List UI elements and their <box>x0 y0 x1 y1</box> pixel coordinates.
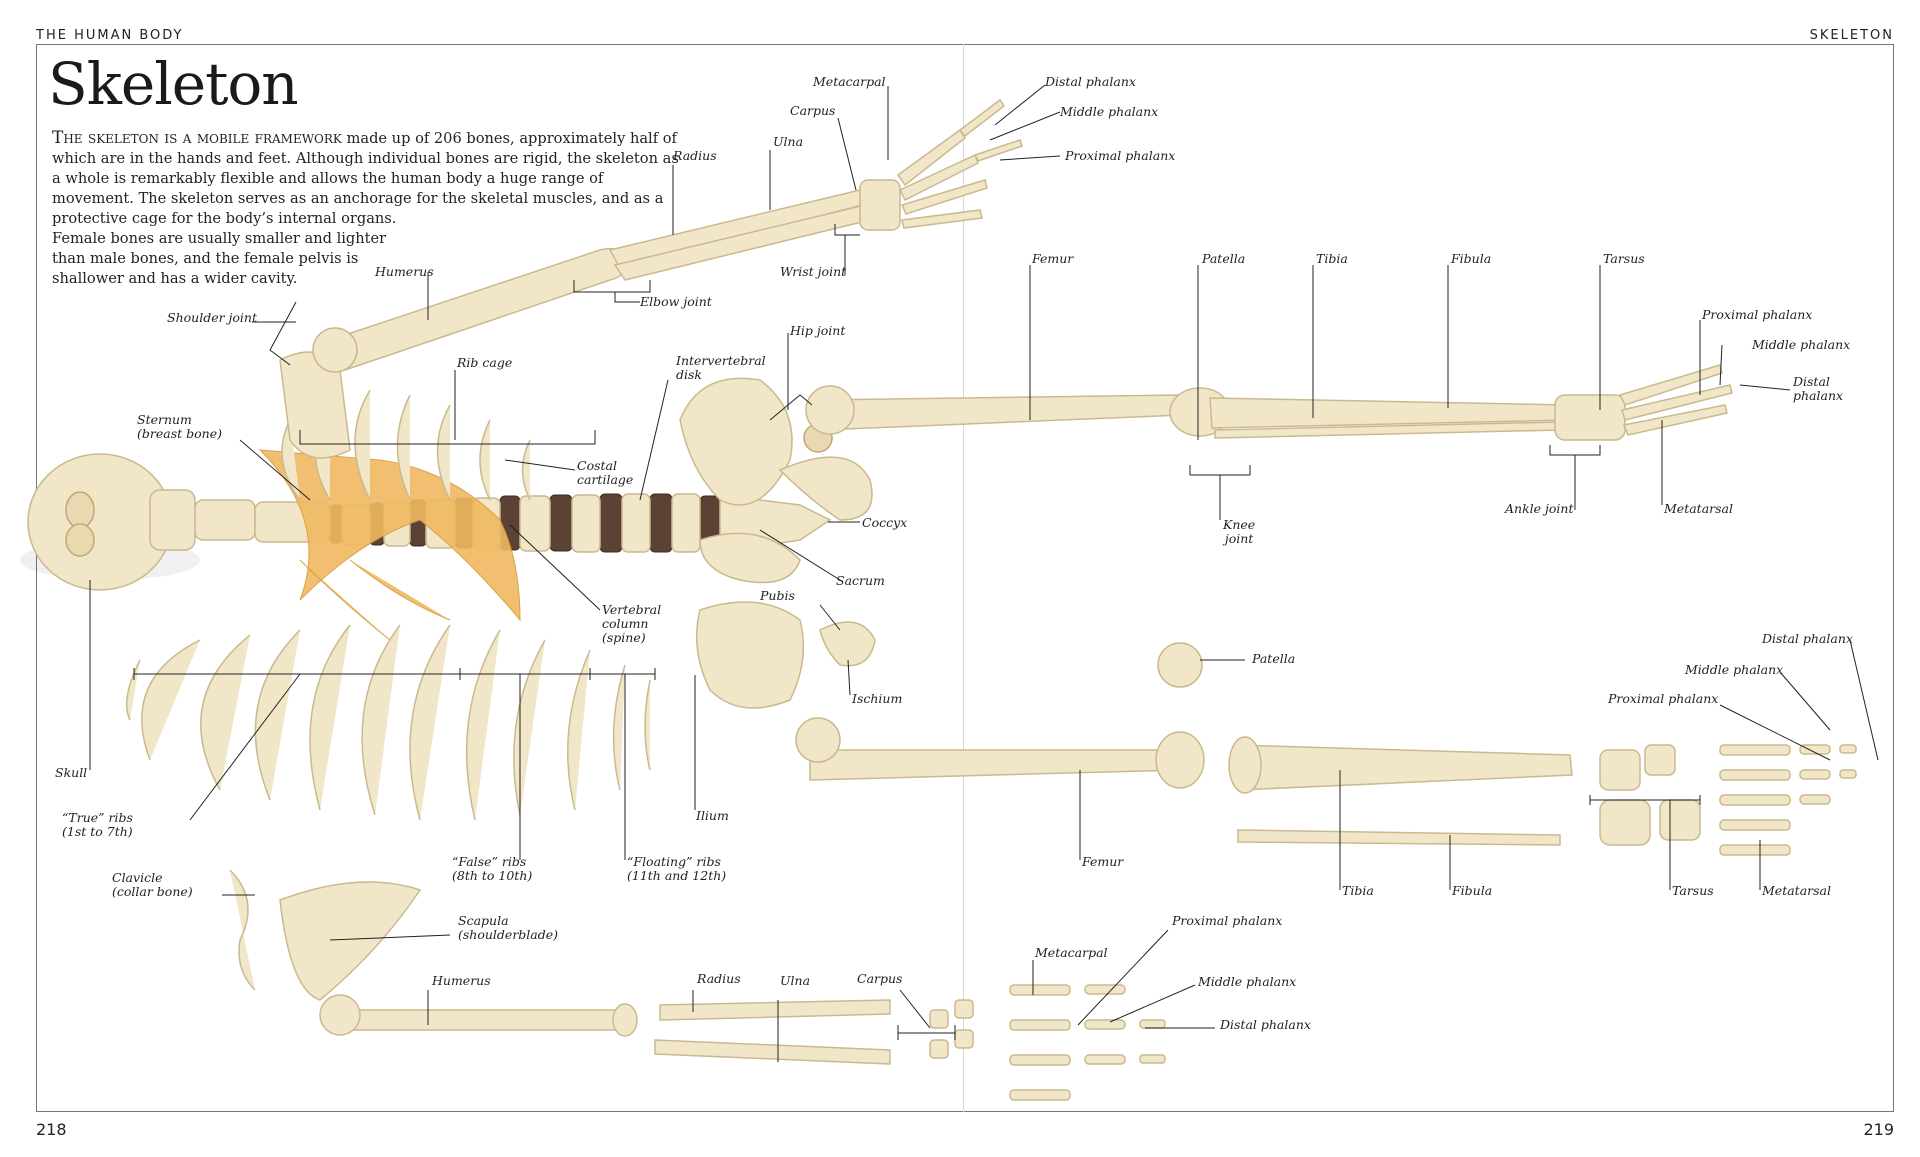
scapula-loose <box>279 881 422 1001</box>
loose-bones <box>125 601 1857 1101</box>
label-metatarsal-top: Metatarsal <box>1664 501 1733 516</box>
label-skull: Skull <box>55 765 88 780</box>
label-femur-bottom: Femur <box>1082 854 1124 869</box>
femur-loose <box>809 749 1181 781</box>
label-vertebral-column: Vertebral column (spine) <box>602 602 662 645</box>
label-humerus-bottom: Humerus <box>432 973 491 988</box>
radius-loose <box>659 999 891 1021</box>
running-header-right: SKELETON <box>1809 28 1894 43</box>
hip-bone-loose <box>695 601 805 709</box>
label-costal-cartilage: Costal cartilage <box>577 458 634 487</box>
label-true-ribs: “True” ribs (1st to 7th) <box>62 810 133 839</box>
intro-text-2: Female bones are usually smaller and lig… <box>52 230 387 287</box>
femur-assembled <box>819 394 1183 431</box>
intro-text: made up of 206 bones, approximately half… <box>52 130 679 227</box>
ulna-loose <box>654 1039 891 1065</box>
label-rib-cage: Rib cage <box>457 355 513 370</box>
label-metacarpal-top: Metacarpal <box>813 74 886 89</box>
page-gutter <box>963 44 964 1112</box>
leader-lines <box>89 84 1879 1062</box>
label-clavicle: Clavicle (collar bone) <box>112 870 193 899</box>
label-middle-phalanx-hand-bottom: Middle phalanx <box>1198 974 1297 989</box>
assembled-skeleton <box>20 98 1733 641</box>
label-distal-phalanx-hand-top: Distal phalanx <box>1045 74 1136 89</box>
running-header-left: THE HUMAN BODY <box>36 28 184 43</box>
label-fibula-bottom: Fibula <box>1452 883 1493 898</box>
label-proximal-phalanx-foot-top: Proximal phalanx <box>1702 307 1813 322</box>
pelvis-assembled <box>679 377 793 506</box>
rib-cage <box>258 389 531 641</box>
label-distal-phalanx-foot-bottom: Distal phalanx <box>1762 631 1853 646</box>
label-distal-phalanx-hand-bottom: Distal phalanx <box>1220 1017 1311 1032</box>
page-number-right: 219 <box>1863 1120 1894 1139</box>
label-middle-phalanx-foot-bottom: Middle phalanx <box>1685 662 1784 677</box>
label-false-ribs: “False” ribs (8th to 10th) <box>452 854 533 883</box>
label-tibia-bottom: Tibia <box>1342 883 1374 898</box>
label-middle-phalanx-hand-top: Middle phalanx <box>1060 104 1159 119</box>
intro-lead: The skeleton is a mobile framework <box>52 128 342 148</box>
label-femur-top: Femur <box>1032 251 1074 266</box>
label-sternum: Sternum (breast bone) <box>137 412 222 441</box>
label-tibia-top: Tibia <box>1316 251 1348 266</box>
label-floating-ribs: “Floating” ribs (11th and 12th) <box>627 854 727 883</box>
label-distal-phalanx-foot-top: Distal phalanx <box>1793 374 1844 403</box>
label-radius-bottom: Radius <box>697 971 741 986</box>
label-tarsus-top: Tarsus <box>1603 251 1645 266</box>
label-sacrum: Sacrum <box>836 573 885 588</box>
label-metatarsal-bottom: Metatarsal <box>1762 883 1831 898</box>
label-proximal-phalanx-foot-bottom: Proximal phalanx <box>1608 691 1719 706</box>
page-frame <box>36 44 1894 1112</box>
label-patella-top: Patella <box>1202 251 1246 266</box>
label-intervertebral-disk: Intervertebral disk <box>676 353 766 382</box>
label-metacarpal-bottom: Metacarpal <box>1035 945 1108 960</box>
humerus-assembled <box>317 247 627 372</box>
label-radius-top: Radius <box>673 148 717 163</box>
label-ankle-joint: Ankle joint <box>1505 501 1574 516</box>
label-fibula-top: Fibula <box>1451 251 1492 266</box>
label-patella-bottom: Patella <box>1252 651 1296 666</box>
page-title: Skeleton <box>48 50 299 118</box>
label-elbow-joint: Elbow joint <box>640 294 712 309</box>
label-knee-joint: Knee joint <box>1223 517 1256 546</box>
fibula-loose <box>1237 829 1561 846</box>
label-hip-joint: Hip joint <box>790 323 846 338</box>
label-ilium: Ilium <box>696 808 729 823</box>
label-shoulder-joint: Shoulder joint <box>167 310 258 325</box>
label-proximal-phalanx-hand-bottom: Proximal phalanx <box>1172 913 1283 928</box>
label-scapula: Scapula (shoulderblade) <box>458 913 559 942</box>
humerus-loose <box>329 1009 623 1031</box>
patella-loose <box>1157 642 1203 688</box>
label-ulna-bottom: Ulna <box>780 973 811 988</box>
label-pubis: Pubis <box>760 588 795 603</box>
tibia-loose <box>1234 744 1573 791</box>
label-proximal-phalanx-hand-top: Proximal phalanx <box>1065 148 1176 163</box>
intro-paragraph: The skeleton is a mobile framework made … <box>52 128 682 289</box>
label-ischium: Ischium <box>852 691 903 706</box>
label-tarsus-bottom: Tarsus <box>1672 883 1714 898</box>
label-carpus-top: Carpus <box>790 103 836 118</box>
label-coccyx: Coccyx <box>862 515 908 530</box>
label-wrist-joint: Wrist joint <box>780 264 847 279</box>
label-middle-phalanx-foot-top: Middle phalanx <box>1752 337 1851 352</box>
label-humerus-top: Humerus <box>375 264 434 279</box>
label-ulna-top: Ulna <box>773 134 804 149</box>
clavicle-loose <box>229 869 256 991</box>
label-carpus-bottom: Carpus <box>857 971 903 986</box>
page-number-left: 218 <box>36 1120 67 1139</box>
